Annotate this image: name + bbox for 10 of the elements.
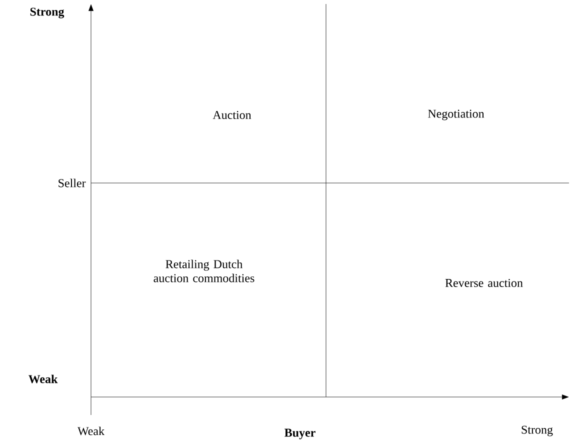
- axis-label: Strong: [522, 426, 553, 436]
- quadrant-label: Retailing Dutch auction commodities: [154, 260, 254, 282]
- axis-label: Seller: [58, 178, 86, 188]
- axis-label: Buyer: [284, 428, 316, 440]
- quadrant-label: Auction: [212, 110, 252, 120]
- quadrant-label: Negotiation: [428, 110, 484, 120]
- quadrant-label: Reverse auction: [445, 278, 523, 288]
- axis-label: Weak: [78, 426, 105, 436]
- axis-label: Weak: [28, 374, 58, 384]
- axis-label: Strong: [30, 8, 64, 18]
